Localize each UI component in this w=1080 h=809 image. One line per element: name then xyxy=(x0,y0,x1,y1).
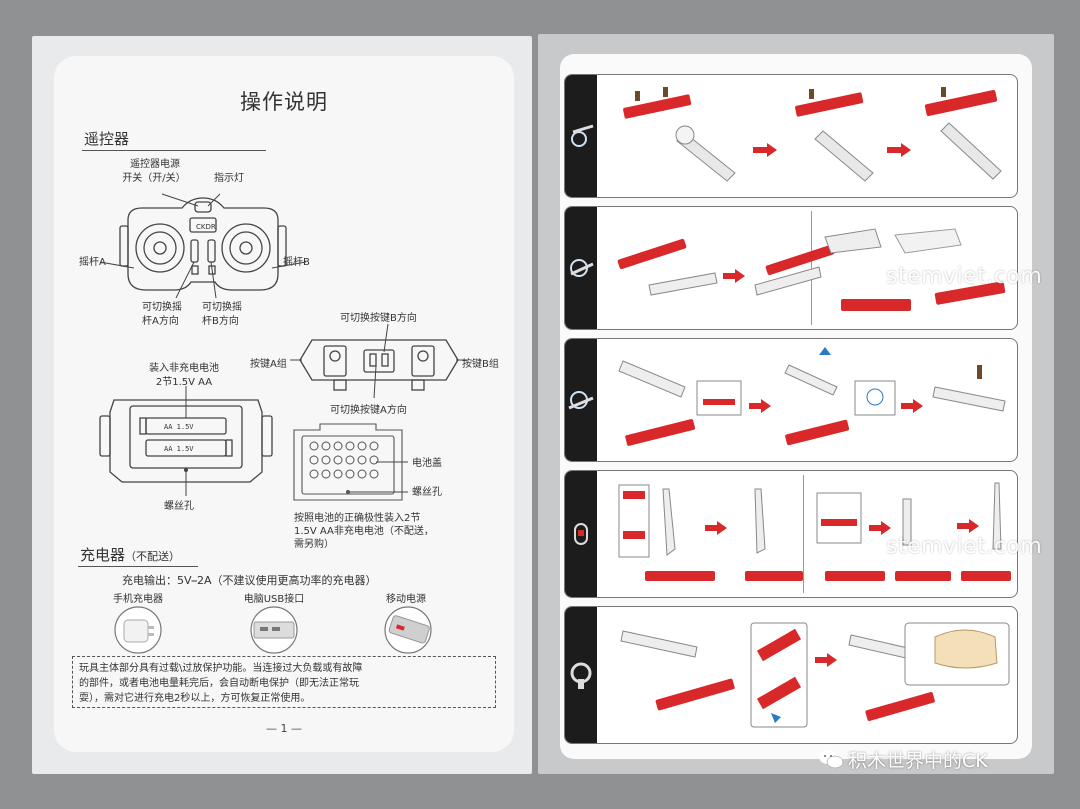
step-4-arrow-3 xyxy=(957,519,979,533)
battery-label-2: 2节1.5V AA xyxy=(155,377,213,388)
step-1-arrow-2 xyxy=(887,143,911,157)
step-2-divider xyxy=(811,211,812,325)
power-bank-label: 移动电源 xyxy=(386,594,426,605)
toggle-a-label-2: 杆A方向 xyxy=(142,316,179,327)
screw-hole-label-cover: 螺丝孔 xyxy=(412,487,442,498)
step-3-arrow-2 xyxy=(901,399,923,413)
battery-note-line-2: 1.5V AA非充电电池（不配送， xyxy=(294,526,434,537)
battery-cell-2-text: AA 1.5V xyxy=(164,445,194,453)
remote-front-diagram: CKDR xyxy=(99,193,307,299)
step-1-beam-b xyxy=(795,89,864,117)
usb-port-label: 电脑USB接口 xyxy=(243,594,305,605)
battery-note-line-1: 按照电池的正确极性装入2节 xyxy=(294,513,421,524)
battery-cover-diagram xyxy=(293,423,408,501)
switch-b-direction-label: 可切换按键B方向 xyxy=(340,313,417,324)
button-a-group-label: 按键A组 xyxy=(250,359,287,370)
screw-hole-label-bottom: 螺丝孔 xyxy=(164,501,194,512)
step-2-icon xyxy=(565,207,597,329)
watermark-account: 积木世界中的CK xyxy=(848,750,988,772)
step-2-illustration xyxy=(617,228,1006,311)
step-3-icon xyxy=(565,339,597,461)
page-title: 操作说明 xyxy=(240,90,328,114)
charger-heading-underline xyxy=(78,566,198,567)
overload-protection-notice: 玩具主体部分具有过载\过放保护功能。当连接过大负载或有故障 的部件，或者电池电量… xyxy=(72,656,496,708)
step-1-beam-c xyxy=(924,87,998,116)
battery-label-1: 装入非充电电池 xyxy=(149,363,219,374)
notice-line-1: 玩具主体部分具有过载\过放保护功能。当连接过大负载或有故障 xyxy=(79,663,363,674)
step-4-arrow-1 xyxy=(705,521,727,535)
charger-heading-text: 充电器 xyxy=(80,546,126,564)
assembly-step-3 xyxy=(564,338,1018,462)
step-1-illustration xyxy=(623,87,1002,182)
step-1-beam-a xyxy=(623,87,692,119)
battery-compartment-diagram: AA 1.5V AA 1.5V xyxy=(99,386,273,496)
remote-brand-text: CKDR xyxy=(196,223,216,231)
charger-output-text: 充电输出：5V⎯2A（不建议使用更高功率的充电器） xyxy=(122,574,377,587)
step-4-divider xyxy=(803,475,804,593)
manual-page-left: 操作说明 遥控器 遥控器电源 开关（开/关） 指示灯 摇杆A 摇杆B 可切换摇 … xyxy=(32,36,532,774)
step-1-arrow-1 xyxy=(753,143,777,157)
battery-note-line-3: 需另购） xyxy=(294,539,334,550)
step-5-icon xyxy=(565,607,597,743)
watermark-site-upper: stemviet.com xyxy=(886,264,1043,289)
step-1-icon xyxy=(565,75,597,197)
watermark-site-lower: stemviet.com xyxy=(886,534,1043,559)
charger-heading: 充电器（不配送） xyxy=(80,544,180,565)
notice-line-2: 的部件，或者电池电量耗完后，会自动断电保护（即无法正常玩 xyxy=(79,678,359,689)
switch-a-direction-label: 可切换按键A方向 xyxy=(330,405,407,416)
button-b-group-label: 按键B组 xyxy=(462,359,499,370)
charger-illustrations xyxy=(114,606,432,654)
indicator-label: 指示灯 xyxy=(214,173,244,184)
step-3-illustration xyxy=(618,347,1006,446)
step-2-arrow xyxy=(723,269,745,283)
charger-heading-sub: （不配送） xyxy=(125,550,181,563)
step-5-illustration xyxy=(620,622,1010,728)
phone-charger-label: 手机充电器 xyxy=(113,594,163,605)
step-4-illustration xyxy=(618,482,1011,581)
battery-cell-1-text: AA 1.5V xyxy=(164,423,194,431)
assembly-step-5 xyxy=(564,606,1018,744)
step-4-icon xyxy=(565,471,597,597)
wechat-icon xyxy=(819,750,844,769)
step-4-arrow-2 xyxy=(869,521,891,535)
toggle-a-label-1: 可切换摇 xyxy=(142,302,182,313)
power-switch-label: 遥控器电源 xyxy=(130,159,180,170)
remote-heading: 遥控器 xyxy=(84,130,130,148)
remote-heading-underline xyxy=(82,150,266,151)
stick-b-label: 摇杆B xyxy=(283,257,310,268)
toggle-b-label-2: 杆B方向 xyxy=(202,316,239,327)
notice-line-3: 耍），需对它进行充电2秒以上，方可恢复正常使用。 xyxy=(79,693,311,704)
step-3-arrow-1 xyxy=(749,399,771,413)
assembly-step-1 xyxy=(564,74,1018,198)
assembly-step-4 xyxy=(564,470,1018,598)
assembly-step-2 xyxy=(564,206,1018,330)
power-switch-sublabel: 开关（开/关） xyxy=(122,173,186,184)
stick-a-label: 摇杆A xyxy=(79,257,106,268)
instructions-card: 操作说明 遥控器 遥控器电源 开关（开/关） 指示灯 摇杆A 摇杆B 可切换摇 … xyxy=(54,56,514,752)
battery-cover-label: 电池盖 xyxy=(412,458,442,469)
remote-side-diagram xyxy=(290,323,468,399)
assembly-steps-card xyxy=(560,54,1032,759)
page-number: — 1 — xyxy=(266,722,302,735)
step-5-arrow xyxy=(815,653,837,667)
manual-page-right xyxy=(538,34,1054,774)
toggle-b-label-1: 可切换摇 xyxy=(202,302,242,313)
